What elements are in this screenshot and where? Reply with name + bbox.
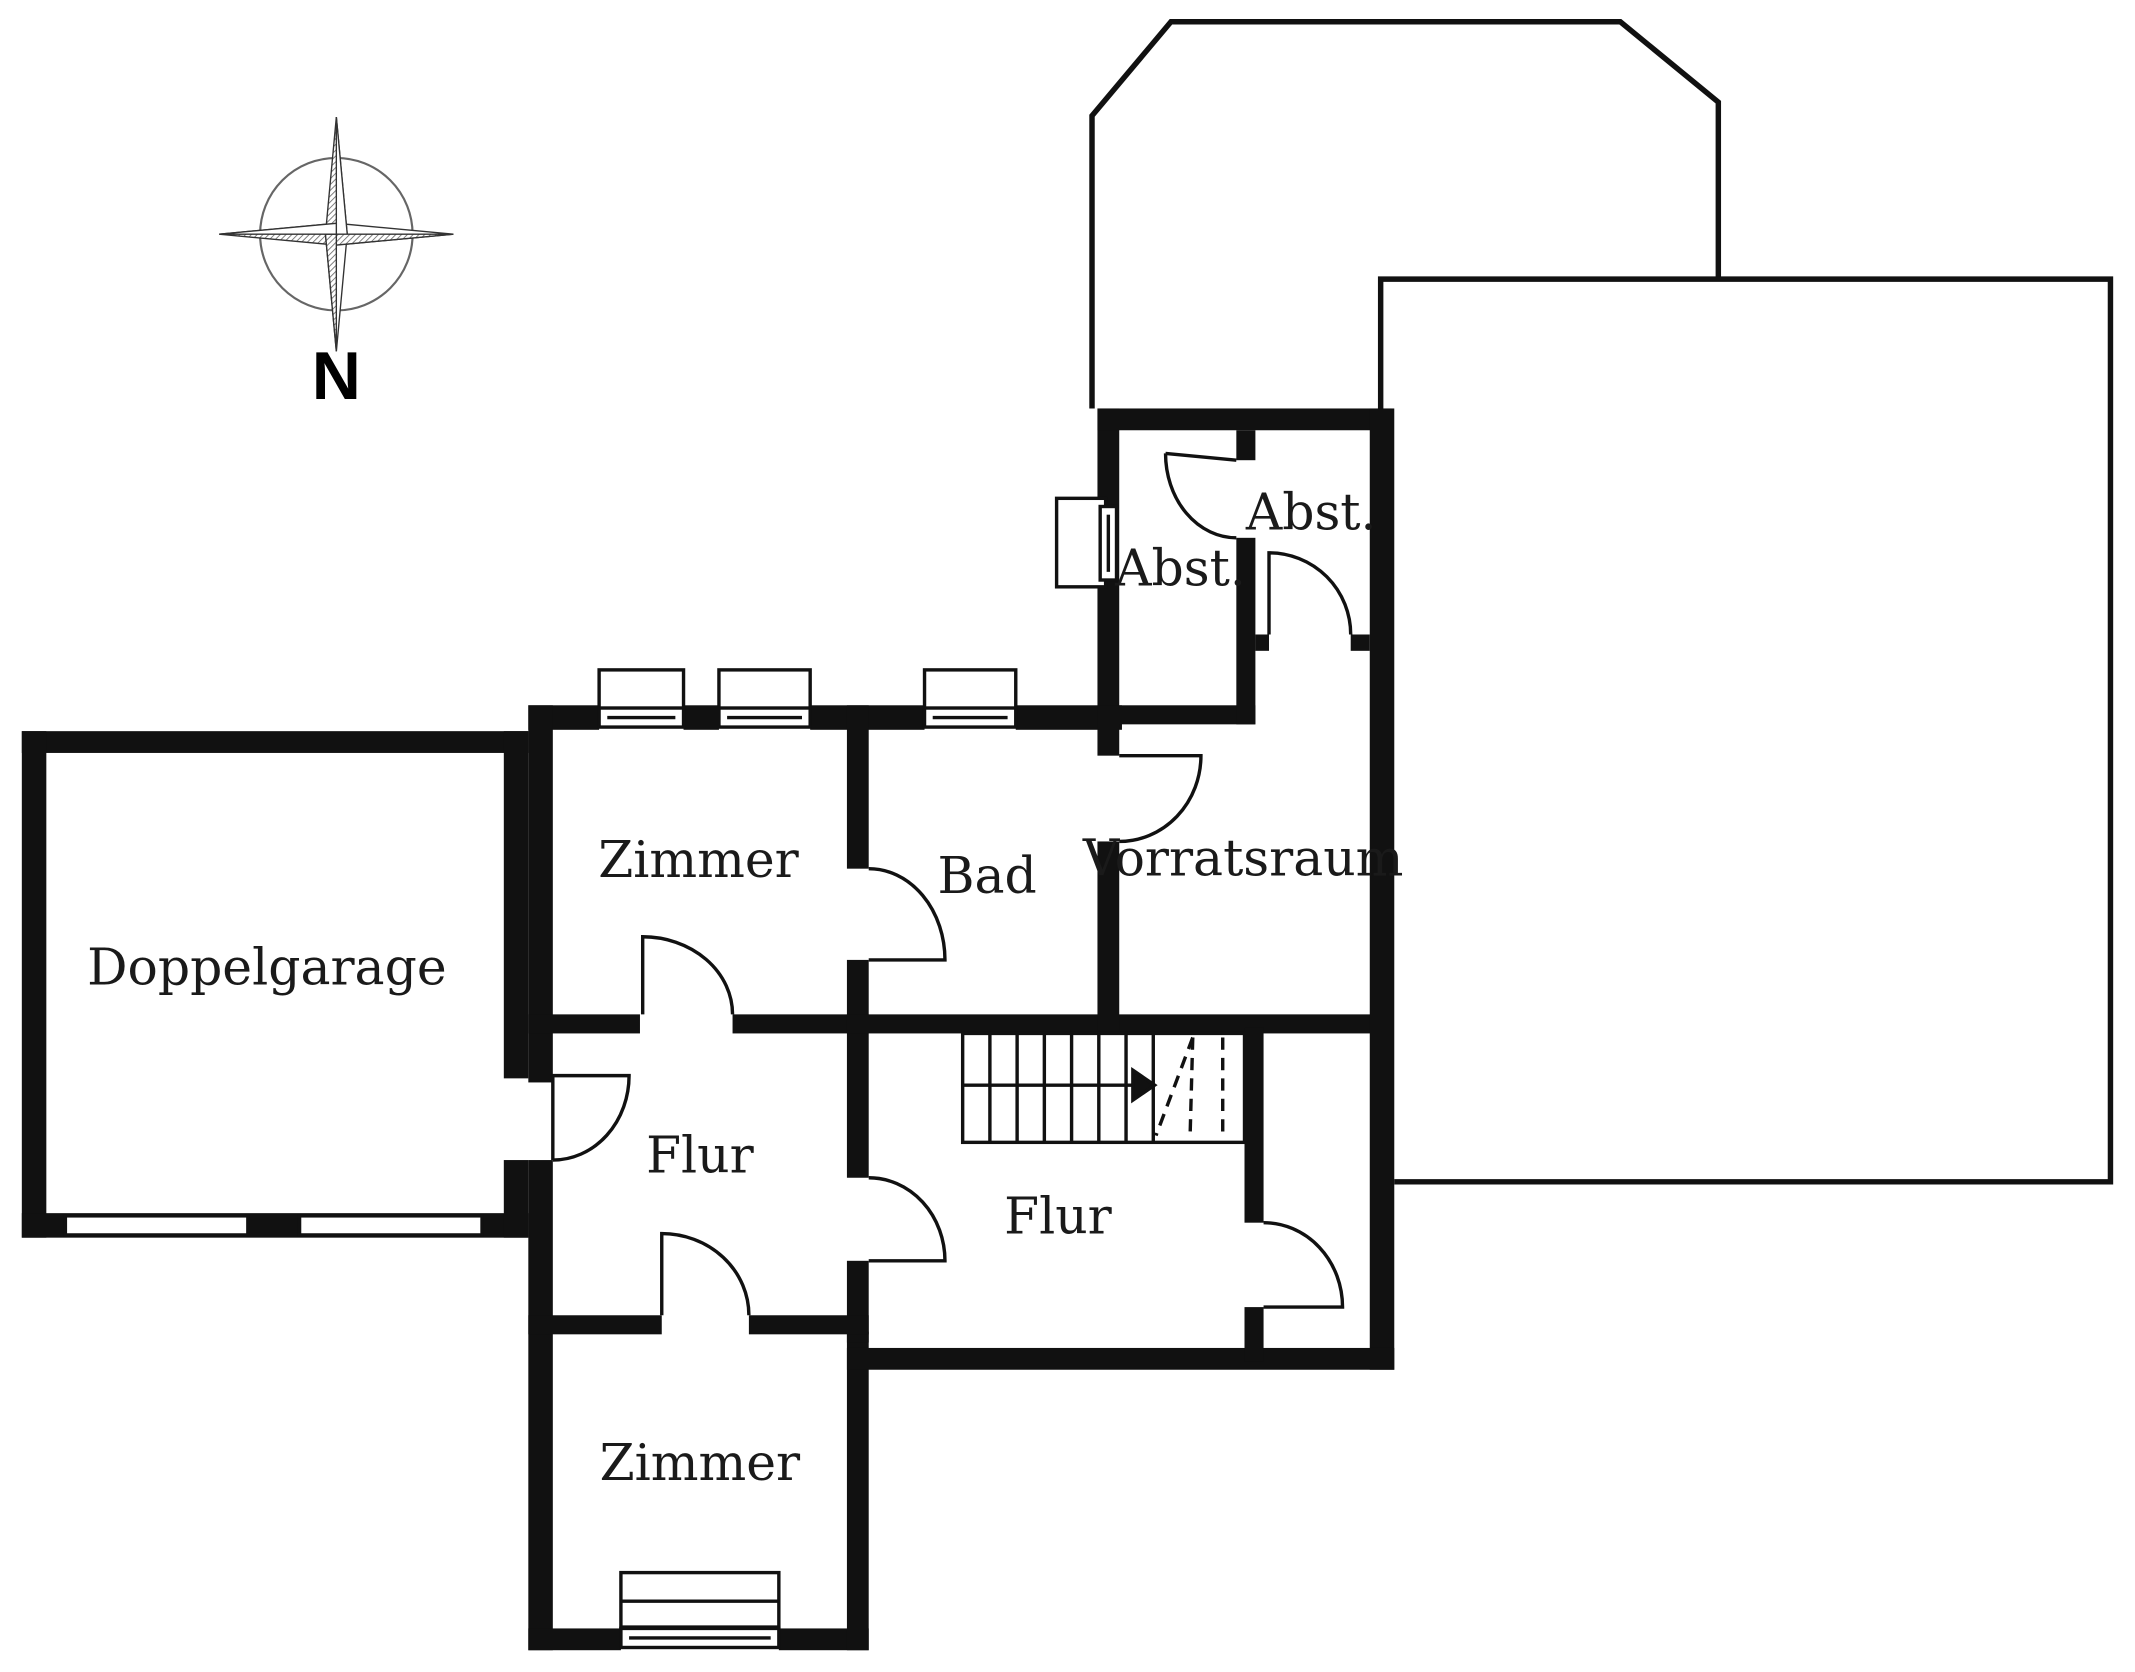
room-label-flur-left: Flur — [646, 1125, 754, 1184]
room-label-doppelgarage: Doppelgarage — [87, 937, 446, 996]
neighbor-building-outline — [1089, 19, 2114, 1185]
room-label-vorratsraum: Vorratsraum — [1082, 828, 1404, 887]
staircase — [960, 1031, 1247, 1145]
compass-rose: N — [219, 117, 454, 414]
doors — [551, 451, 1353, 1316]
room-label-bad: Bad — [938, 846, 1037, 905]
room-label-flur-right: Flur — [1004, 1187, 1112, 1246]
room-label-abst-left: Abst. — [1114, 538, 1246, 597]
room-labels: Doppelgarage Zimmer Bad Abst. Abst. Vorr… — [87, 483, 1403, 1492]
room-label-abst-right: Abst. — [1245, 483, 1377, 542]
windows — [63, 496, 1119, 1650]
compass-north-label: N — [312, 338, 361, 414]
room-label-zimmer-bottom: Zimmer — [600, 1433, 801, 1492]
room-label-zimmer-top: Zimmer — [598, 830, 799, 889]
walls — [21, 408, 1395, 1651]
